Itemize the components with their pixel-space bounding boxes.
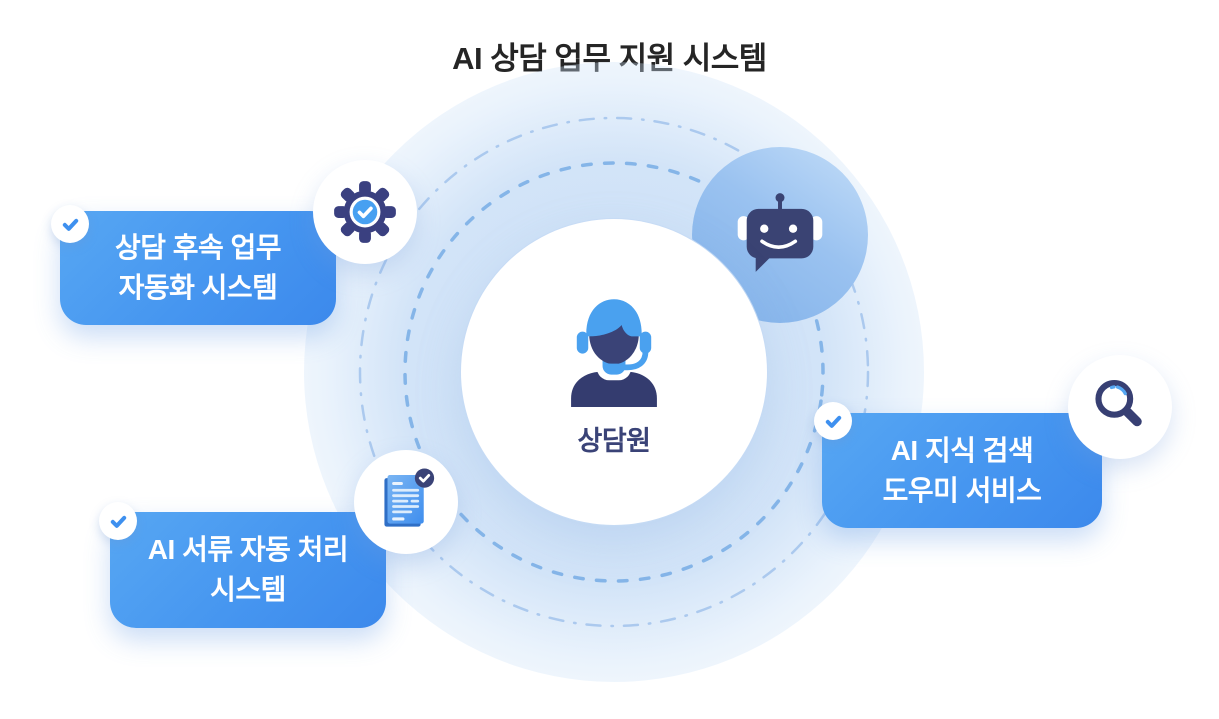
check-icon — [110, 515, 126, 528]
card-followup-line1: 상담 후속 업무 — [114, 232, 282, 263]
document-check-icon — [384, 468, 435, 527]
check-badge-document — [99, 502, 137, 540]
card-document-processing: AI 서류 자동 처리 시스템 — [110, 512, 386, 628]
search-icon-circle — [1068, 355, 1172, 459]
card-document-line1: AI 서류 자동 처리 — [147, 534, 349, 565]
gear-check-icon — [334, 181, 396, 243]
card-document-line2: 시스템 — [210, 574, 286, 605]
chatbot-icon — [737, 193, 823, 272]
agent-label: 상담원 — [577, 426, 651, 456]
agent-headset-icon — [571, 299, 657, 407]
card-knowledge-line2: 도우미 서비스 — [882, 474, 1042, 506]
gear-icon-circle — [313, 160, 417, 264]
check-icon — [825, 415, 841, 428]
check-badge-followup — [51, 205, 89, 243]
orbit-ring-outer — [358, 116, 870, 628]
agent-circle: 상담원 — [461, 219, 767, 525]
check-badge-knowledge — [814, 402, 852, 440]
orbit-ring-inner — [403, 161, 825, 583]
card-knowledge-search: AI 지식 검색 도우미 서비스 — [822, 413, 1102, 528]
chatbot-bubble — [692, 147, 868, 323]
check-icon — [62, 218, 78, 231]
card-followup-automation: 상담 후속 업무 자동화 시스템 — [60, 211, 336, 325]
magnifier-icon — [1095, 379, 1142, 427]
card-knowledge-line1: AI 지식 검색 — [890, 434, 1034, 466]
document-icon-circle — [354, 450, 458, 554]
card-followup-line2: 자동화 시스템 — [118, 272, 278, 303]
